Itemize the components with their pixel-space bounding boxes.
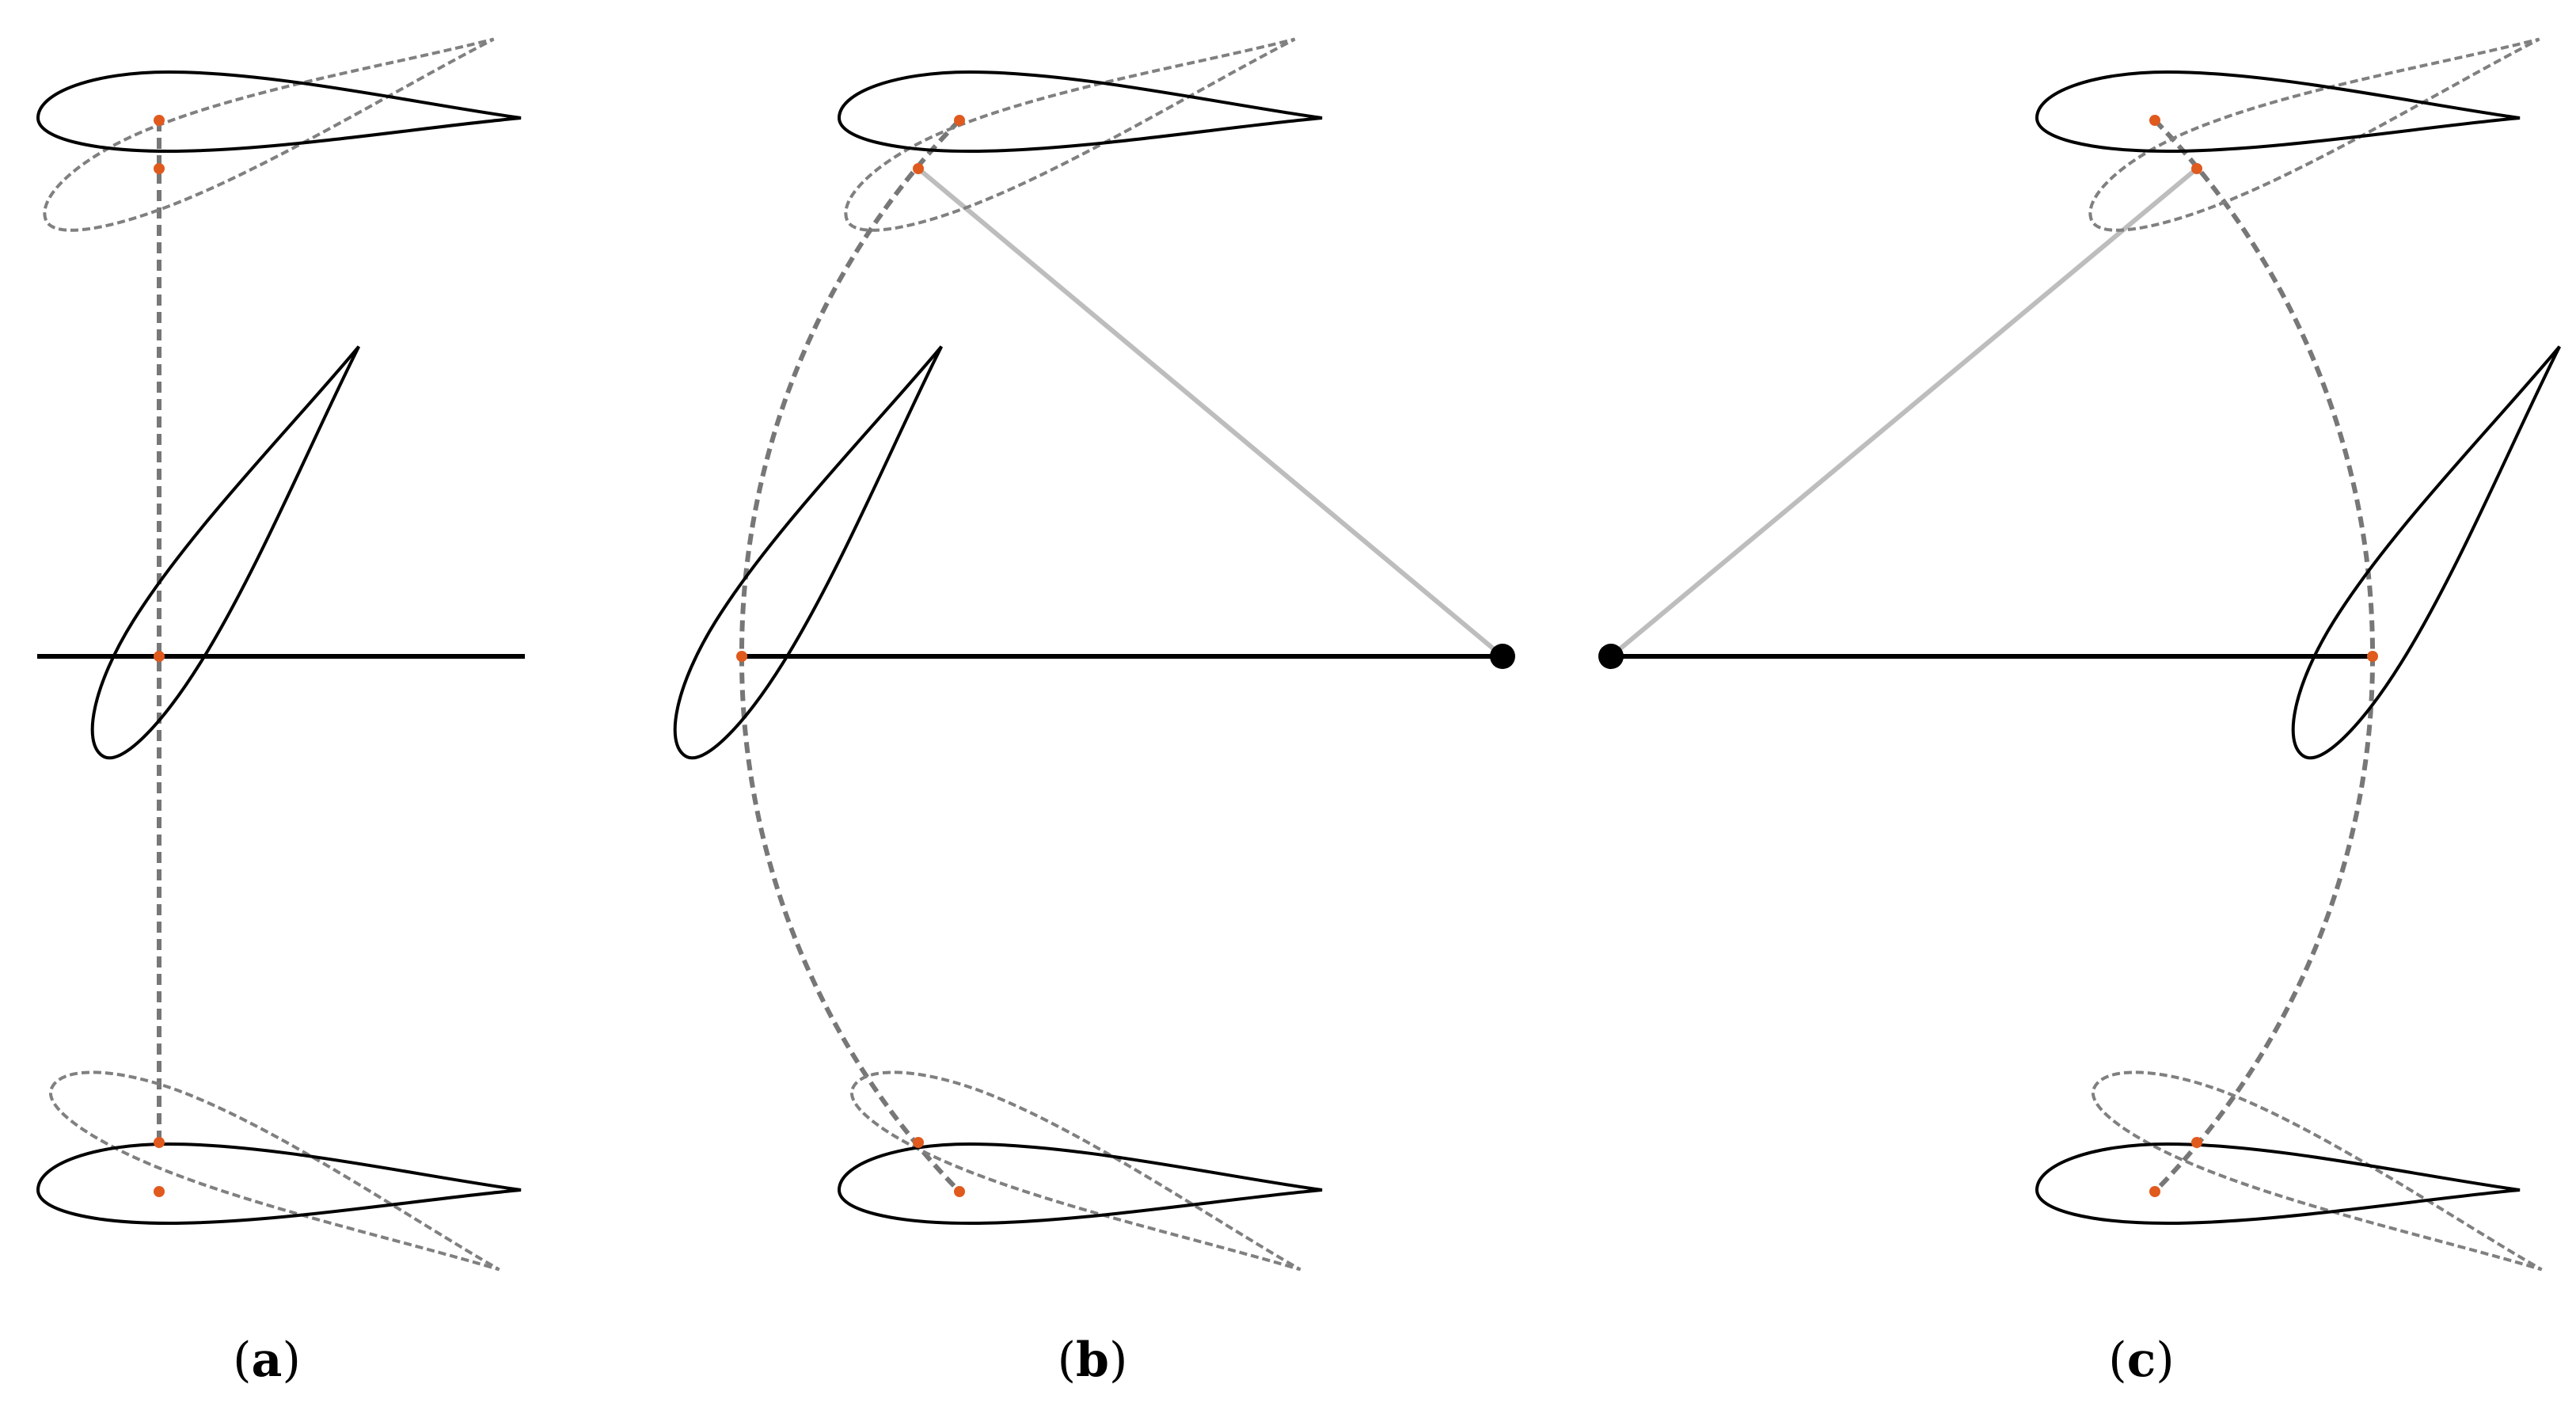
panel-a-marker-top-1 (154, 115, 165, 126)
panel-c-marker-middle (2367, 651, 2378, 662)
panel-b-caption: (b) (1013, 1336, 1172, 1384)
panel-b-top-airfoil-icon (838, 70, 1324, 153)
panel-c (1598, 0, 2576, 1302)
panel-a (27, 0, 525, 1302)
panel-c-marker-bottom-2 (2149, 1186, 2160, 1197)
panel-b-bottom-ghost-airfoil-icon (838, 1044, 1320, 1302)
panel-c-marker-top-1 (2149, 115, 2160, 126)
panel-a-label: a (251, 1332, 283, 1388)
caption-close-paren: ) (2156, 1332, 2175, 1388)
panel-c-bottom-ghost-airfoil-icon (2080, 1044, 2561, 1302)
panel-c-bottom-airfoil-icon (2035, 1142, 2521, 1225)
panel-a-caption: (a) (188, 1336, 346, 1384)
caption-open-paren: ( (233, 1332, 252, 1388)
panel-a-marker-bottom-1 (154, 1137, 165, 1148)
caption-open-paren: ( (1057, 1332, 1077, 1388)
panel-b-marker-bottom-1 (913, 1137, 924, 1148)
panel-c-marker-bottom-1 (2191, 1137, 2202, 1148)
panel-b-bottom-airfoil-icon (838, 1142, 1324, 1225)
panel-b-marker-top-2 (913, 163, 924, 174)
panel-c-label: c (2126, 1332, 2156, 1388)
panel-a-top-ghost-airfoil-icon (27, 0, 508, 253)
panel-c-arm (1609, 166, 2198, 659)
panel-c-caption: (c) (2062, 1336, 2221, 1384)
panel-b-top-ghost-airfoil-icon (828, 0, 1309, 253)
caption-close-paren: ) (1108, 1332, 1128, 1388)
panel-b-arm (917, 166, 1504, 659)
panel-a-marker-middle (154, 651, 165, 662)
panel-a-marker-bottom-2 (154, 1186, 165, 1197)
panel-c-top-airfoil-icon (2035, 70, 2521, 153)
panel-c-middle-airfoil-icon (2263, 320, 2576, 776)
caption-open-paren: ( (2108, 1332, 2127, 1388)
panel-b-middle-airfoil-icon (644, 320, 971, 776)
panel-a-bottom-ghost-airfoil-icon (37, 1044, 519, 1302)
panel-b (644, 0, 1515, 1302)
panel-a-middle-airfoil-icon (62, 320, 389, 776)
caption-close-paren: ) (282, 1332, 301, 1388)
panel-b-marker-middle (736, 651, 747, 662)
panel-a-marker-top-2 (154, 163, 165, 174)
panel-c-pivot-icon (1598, 644, 1624, 669)
panel-b-pivot-icon (1490, 644, 1515, 669)
panel-a-top-airfoil-icon (36, 70, 522, 153)
panel-b-marker-top-1 (954, 115, 965, 126)
panel-a-bottom-airfoil-icon (36, 1142, 522, 1225)
panel-b-marker-bottom-2 (954, 1186, 965, 1197)
panel-c-marker-top-2 (2191, 163, 2202, 174)
panel-b-label: b (1076, 1332, 1109, 1388)
